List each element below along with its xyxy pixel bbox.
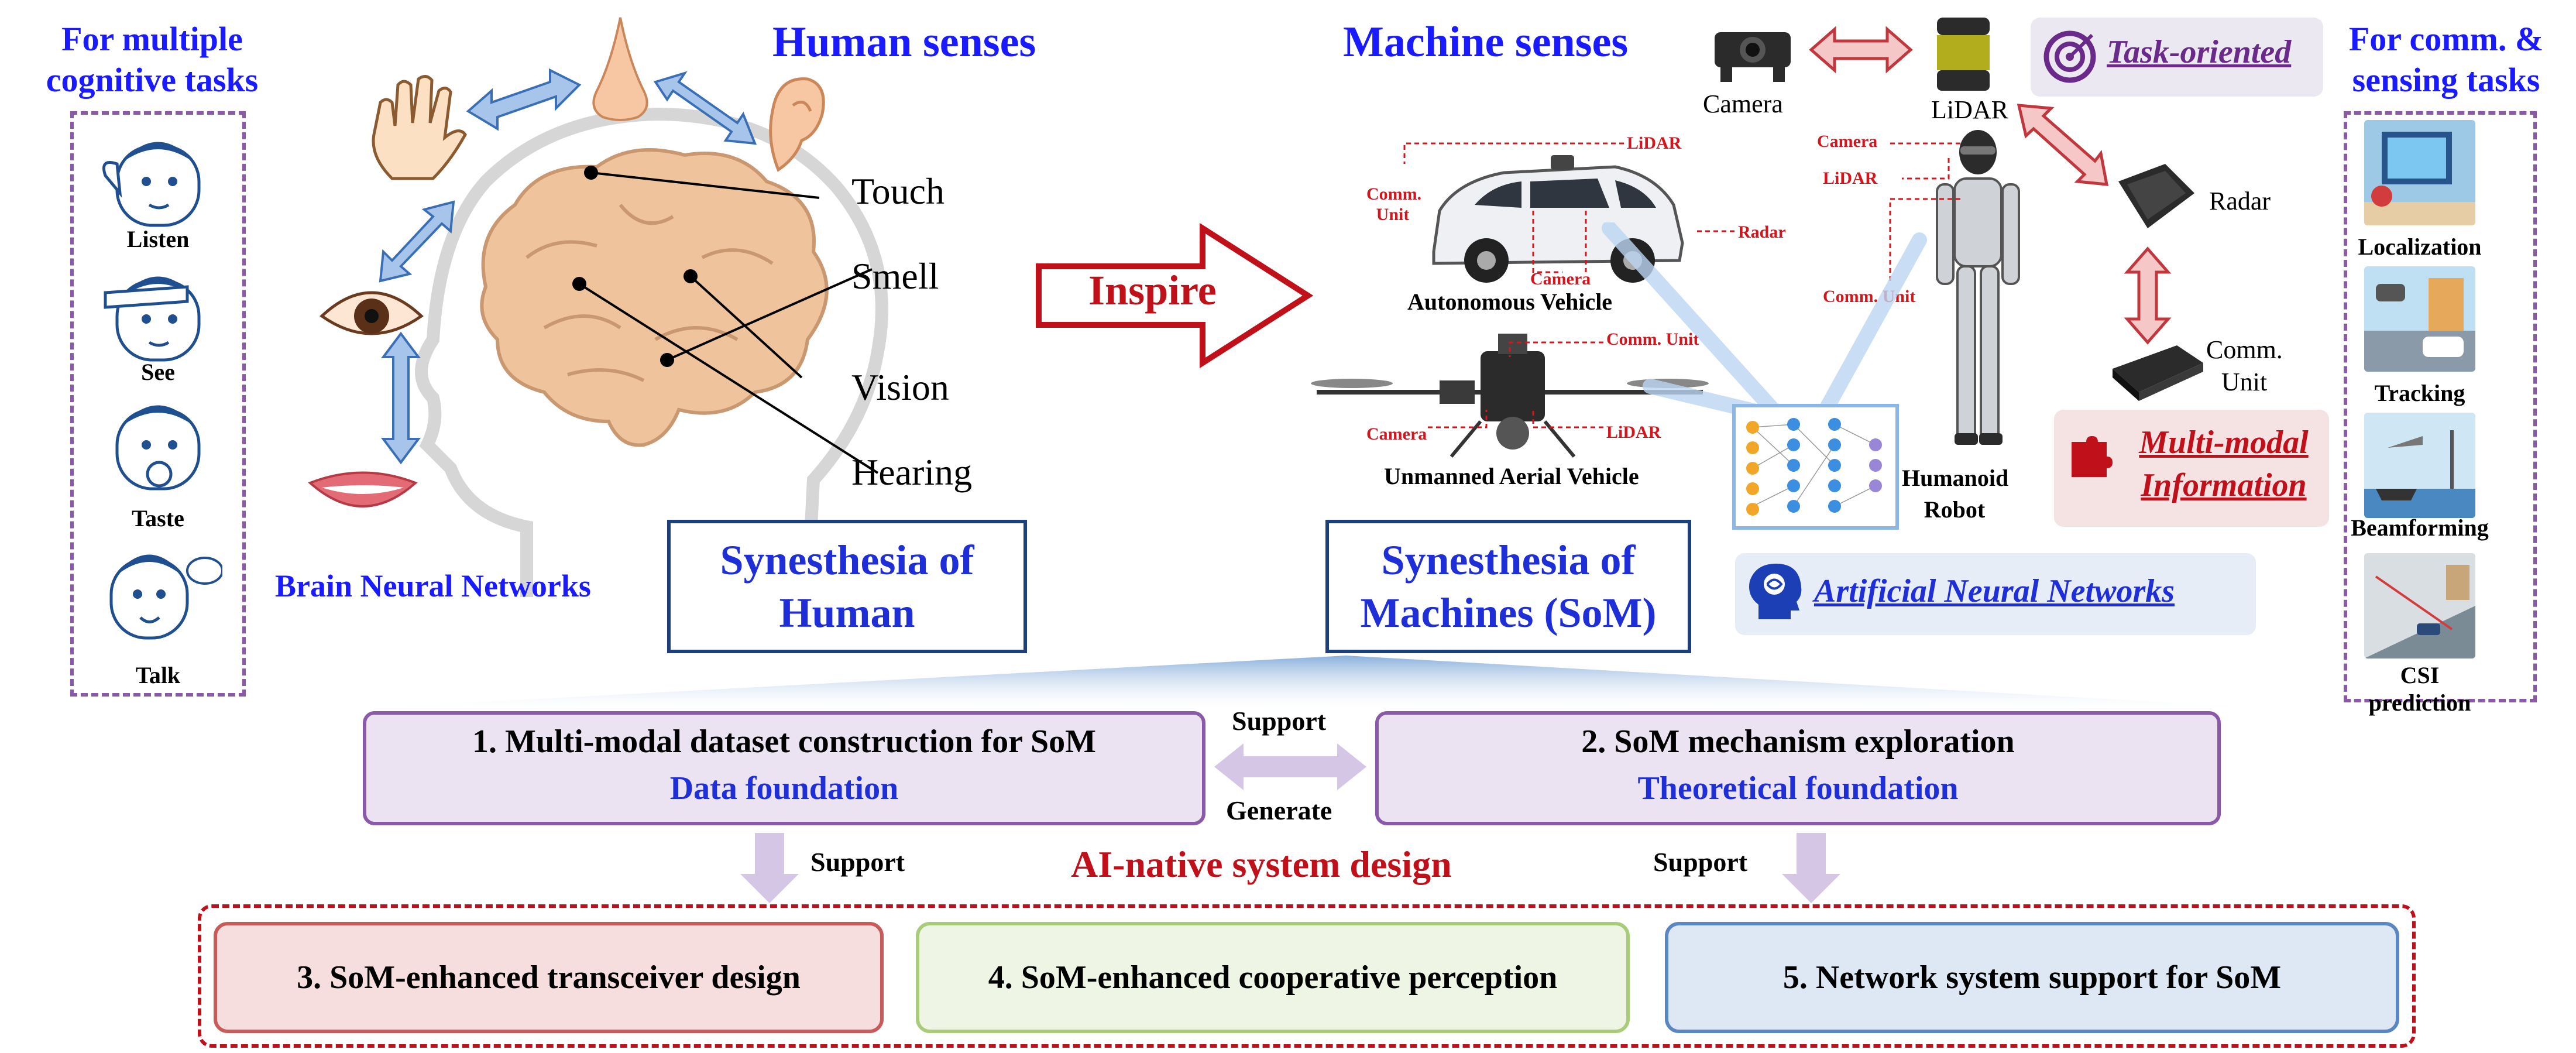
mouth-icon — [308, 471, 418, 507]
human-head-diagram — [415, 107, 888, 598]
sense-label-touch: Touch — [851, 170, 945, 212]
robot-label: Humanoid Robot — [1902, 465, 2009, 523]
task-label-tracking: Tracking — [2374, 380, 2465, 406]
task-label-csi-prediction: CSI prediction — [2368, 662, 2471, 716]
brain-neural-networks-label: Brain Neural Networks — [275, 568, 591, 603]
puzzle-icon — [2072, 436, 2113, 477]
human-senses-heading: Human senses — [772, 18, 1036, 66]
nose-icon — [592, 17, 648, 121]
taste-kid-icon — [115, 405, 201, 491]
task-label-beamforming: Beamforming — [2351, 515, 2489, 541]
localization-image — [2364, 120, 2475, 225]
humanoid-robot-icon — [1936, 130, 2020, 445]
support-left-label: Support — [810, 847, 905, 877]
lidar-label: LiDAR — [1931, 95, 2008, 124]
network-system-box: 5. Network system support for SoM — [1665, 922, 2399, 1033]
left-panel-title: For multiple cognitive tasks — [46, 20, 259, 99]
task-label-localization: Localization — [2358, 234, 2482, 260]
uav-icon — [1311, 334, 1709, 458]
camera-icon — [1715, 32, 1791, 82]
vehicle-callout-radar: Radar — [1738, 222, 1786, 242]
vehicle-callout-lines — [1403, 142, 1738, 273]
task-oriented-badge — [2031, 18, 2323, 97]
tracking-image — [2364, 266, 2475, 372]
robot-callout-lines — [1889, 142, 1960, 281]
multimodal-label: Multi-modal Information — [2139, 424, 2309, 503]
task-oriented-label: Task-oriented — [2107, 34, 2292, 70]
inspire-arrow — [1036, 222, 1314, 369]
radar-comm-arrow — [2124, 246, 2172, 345]
camera-label: Camera — [1703, 90, 1783, 118]
box2-title: 2. SoM mechanism exploration — [1581, 723, 2015, 760]
box2-sub: Theoretical foundation — [1637, 770, 1959, 807]
box1-sub: Data foundation — [669, 770, 899, 807]
machine-senses-heading: Machine senses — [1343, 18, 1629, 66]
task-label-taste: Taste — [132, 505, 184, 531]
autonomous-vehicle-label: Autonomous Vehicle — [1407, 289, 1613, 315]
uav-callout-lines — [1428, 341, 1603, 428]
mechanism-box — [1375, 711, 2221, 825]
lidar-icon — [1937, 18, 1990, 91]
brain-head-icon — [1749, 564, 1802, 619]
camera-lidar-arrow — [1809, 26, 1913, 74]
comm-unit-label: Comm. Unit — [2206, 335, 2283, 396]
cooperative-perception-box: 4. SoM-enhanced cooperative perception — [916, 922, 1630, 1033]
radar-icon — [2118, 164, 2194, 228]
uav-label: Unmanned Aerial Vehicle — [1384, 463, 1639, 489]
radar-label: Radar — [2209, 187, 2271, 215]
listen-kid-icon — [102, 142, 201, 227]
talk-kid-icon — [109, 554, 222, 640]
synesthesia-of-human-box: Synesthesia of Human — [667, 520, 1027, 653]
uav-callout-camera: Camera — [1366, 424, 1427, 444]
robot-callout-lidar: LiDAR — [1823, 169, 1878, 188]
task-label-see: See — [141, 359, 175, 385]
vehicle-callout-comm: Comm. Unit — [1366, 184, 1422, 224]
support-generate-arrow — [1214, 743, 1366, 790]
lidar-radar-arrow — [2017, 104, 2109, 186]
task-label-listen: Listen — [126, 226, 190, 252]
sense-link-arrows — [379, 68, 757, 465]
dataset-construction-box — [363, 711, 1205, 825]
ai-native-container — [198, 904, 2416, 1048]
beamforming-image — [2364, 413, 2475, 518]
ann-label: Artificial Neural Networks — [1814, 573, 2175, 609]
sense-label-smell: Smell — [851, 255, 939, 297]
ann-badge — [1735, 553, 2256, 635]
ai-native-label: AI-native system design — [1071, 843, 1452, 885]
left-panel-box — [70, 111, 246, 697]
csi-prediction-image — [2364, 553, 2475, 658]
support-down-arrow-left — [740, 833, 799, 903]
see-kid-icon — [104, 276, 201, 362]
comm-unit-icon — [2113, 345, 2203, 401]
synesthesia-of-machines-box: Synesthesia of Machines (SoM) — [1325, 520, 1691, 653]
uav-callout-comm: Comm. Unit — [1606, 330, 1699, 349]
box1-title: 1. Multi-modal dataset construction for … — [472, 723, 1096, 760]
support-down-arrow-right — [1782, 833, 1840, 903]
neural-network-icon — [1746, 418, 1882, 516]
sense-label-hearing: Hearing — [851, 451, 973, 493]
inspire-label: Inspire — [1088, 267, 1217, 314]
eye-icon — [320, 291, 424, 335]
robot-callout-camera: Camera — [1817, 132, 1878, 151]
funnel-gradient — [363, 656, 2271, 708]
sense-label-vision: Vision — [851, 366, 949, 408]
support-right-label: Support — [1653, 847, 1748, 877]
target-icon — [2043, 30, 2096, 83]
vehicle-callout-lidar: LiDAR — [1627, 133, 1682, 153]
generate-label: Generate — [1226, 795, 1332, 825]
ear-icon — [769, 77, 825, 172]
task-label-talk: Talk — [135, 662, 181, 688]
transceiver-design-box: 3. SoM-enhanced transceiver design — [214, 922, 884, 1033]
uav-callout-lidar: LiDAR — [1606, 423, 1661, 442]
right-panel-box — [2344, 111, 2537, 702]
support-top-label: Support — [1232, 706, 1327, 736]
right-panel-title: For comm. & sensing tasks — [2348, 20, 2544, 99]
hand-icon — [372, 75, 467, 180]
